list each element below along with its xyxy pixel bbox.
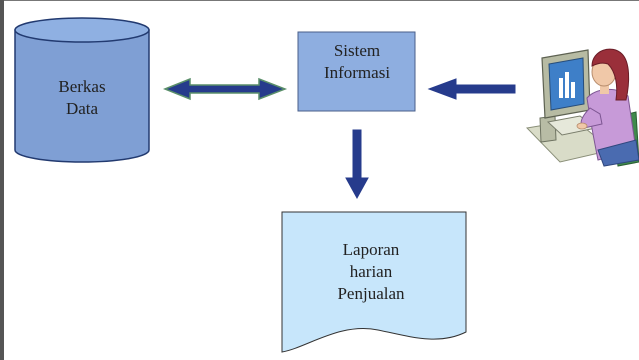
user-to-system-arrow: [427, 78, 516, 100]
user-at-computer-icon: [525, 48, 639, 167]
system-label: Sistem Informasi: [303, 40, 411, 84]
report-label-line1: Laporan: [342, 240, 400, 259]
frame-top-edge: [0, 0, 639, 1]
report-label-line3: Penjualan: [337, 284, 405, 303]
database-system-double-arrow: [162, 77, 288, 101]
system-box: [297, 31, 416, 112]
database-label: Berkas Data: [44, 76, 120, 120]
system-label-line2: Informasi: [323, 63, 391, 82]
frame-left-edge: [0, 0, 4, 360]
system-label-line1: Sistem: [333, 41, 381, 60]
database-label-line2: Data: [65, 99, 99, 118]
system-to-report-arrow: [345, 129, 369, 200]
report-label: Laporan harian Penjualan: [312, 239, 430, 305]
report-document: [281, 211, 467, 353]
database-cylinder: [14, 17, 150, 163]
database-label-line1: Berkas: [58, 77, 106, 96]
report-label-line2: harian: [349, 262, 393, 281]
